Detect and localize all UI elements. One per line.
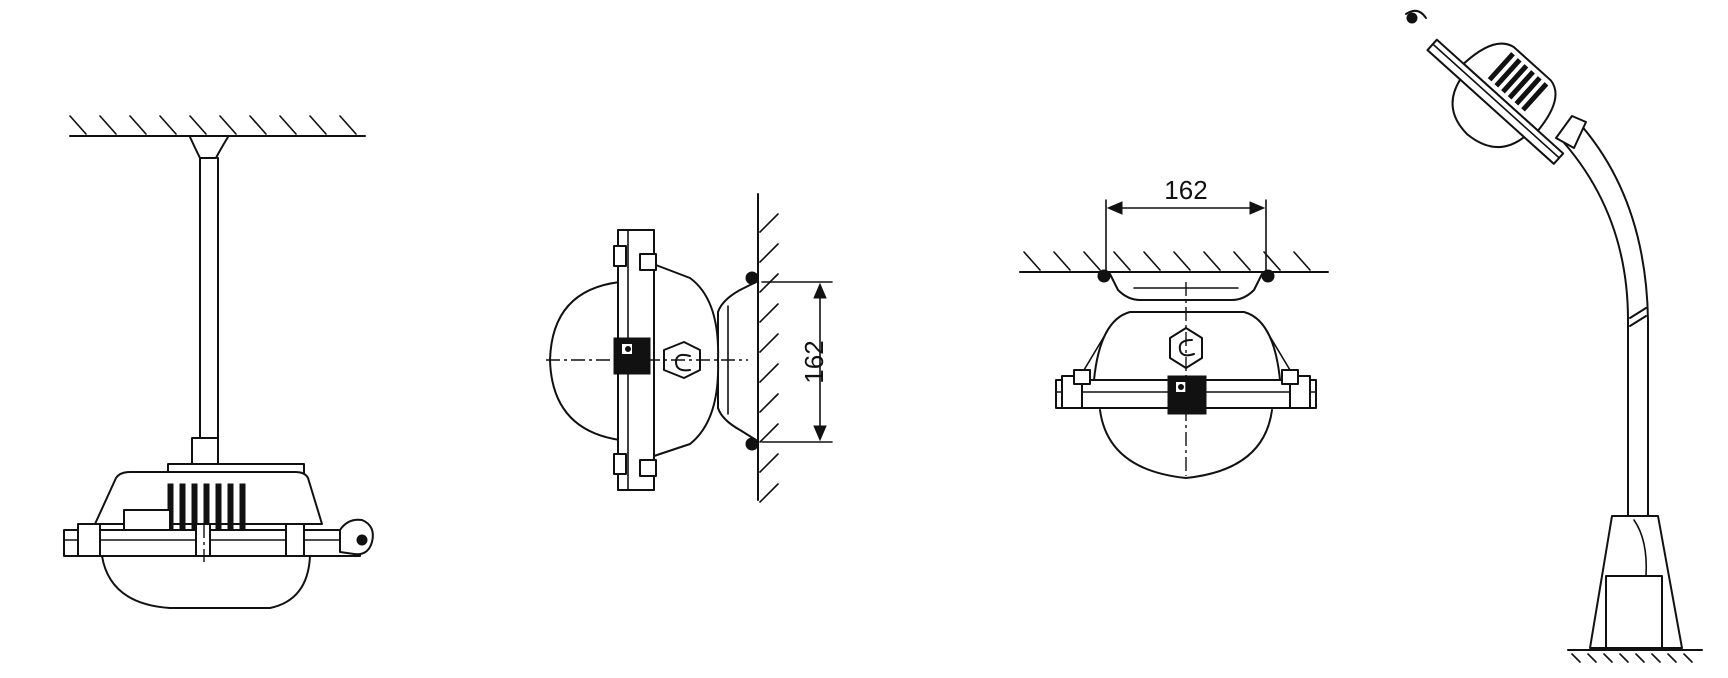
pole-lamp-fins (1487, 52, 1549, 112)
ground-hatch (1567, 649, 1703, 663)
lamp-housing (94, 471, 323, 533)
wall-dimension: 162 (761, 281, 833, 443)
ceiling-hatch-2 (1019, 251, 1329, 273)
ceiling-dimension-label: 162 (1164, 175, 1207, 205)
wall-dimension-label: 162 (799, 340, 829, 383)
wall-mount-view: 162 (546, 193, 833, 503)
ceiling-mount-view: 162 (1019, 175, 1329, 479)
ceiling-hatch (69, 115, 366, 137)
lamp-frame (63, 518, 374, 557)
ceiling-dimension: 162 (1105, 175, 1267, 271)
pole-mount-view (1405, 9, 1703, 663)
ceiling-flange (189, 136, 229, 159)
wall-hatch (757, 193, 779, 503)
ceiling-lamp-body (1055, 311, 1317, 479)
suspension-rod (167, 157, 305, 475)
pole-base (1589, 515, 1683, 649)
wall-bracket (717, 271, 759, 451)
pendant-mount-view (63, 115, 374, 609)
pole-lamp-head (1405, 9, 1587, 165)
curved-pole (1557, 123, 1649, 517)
glass-globe (101, 555, 311, 609)
